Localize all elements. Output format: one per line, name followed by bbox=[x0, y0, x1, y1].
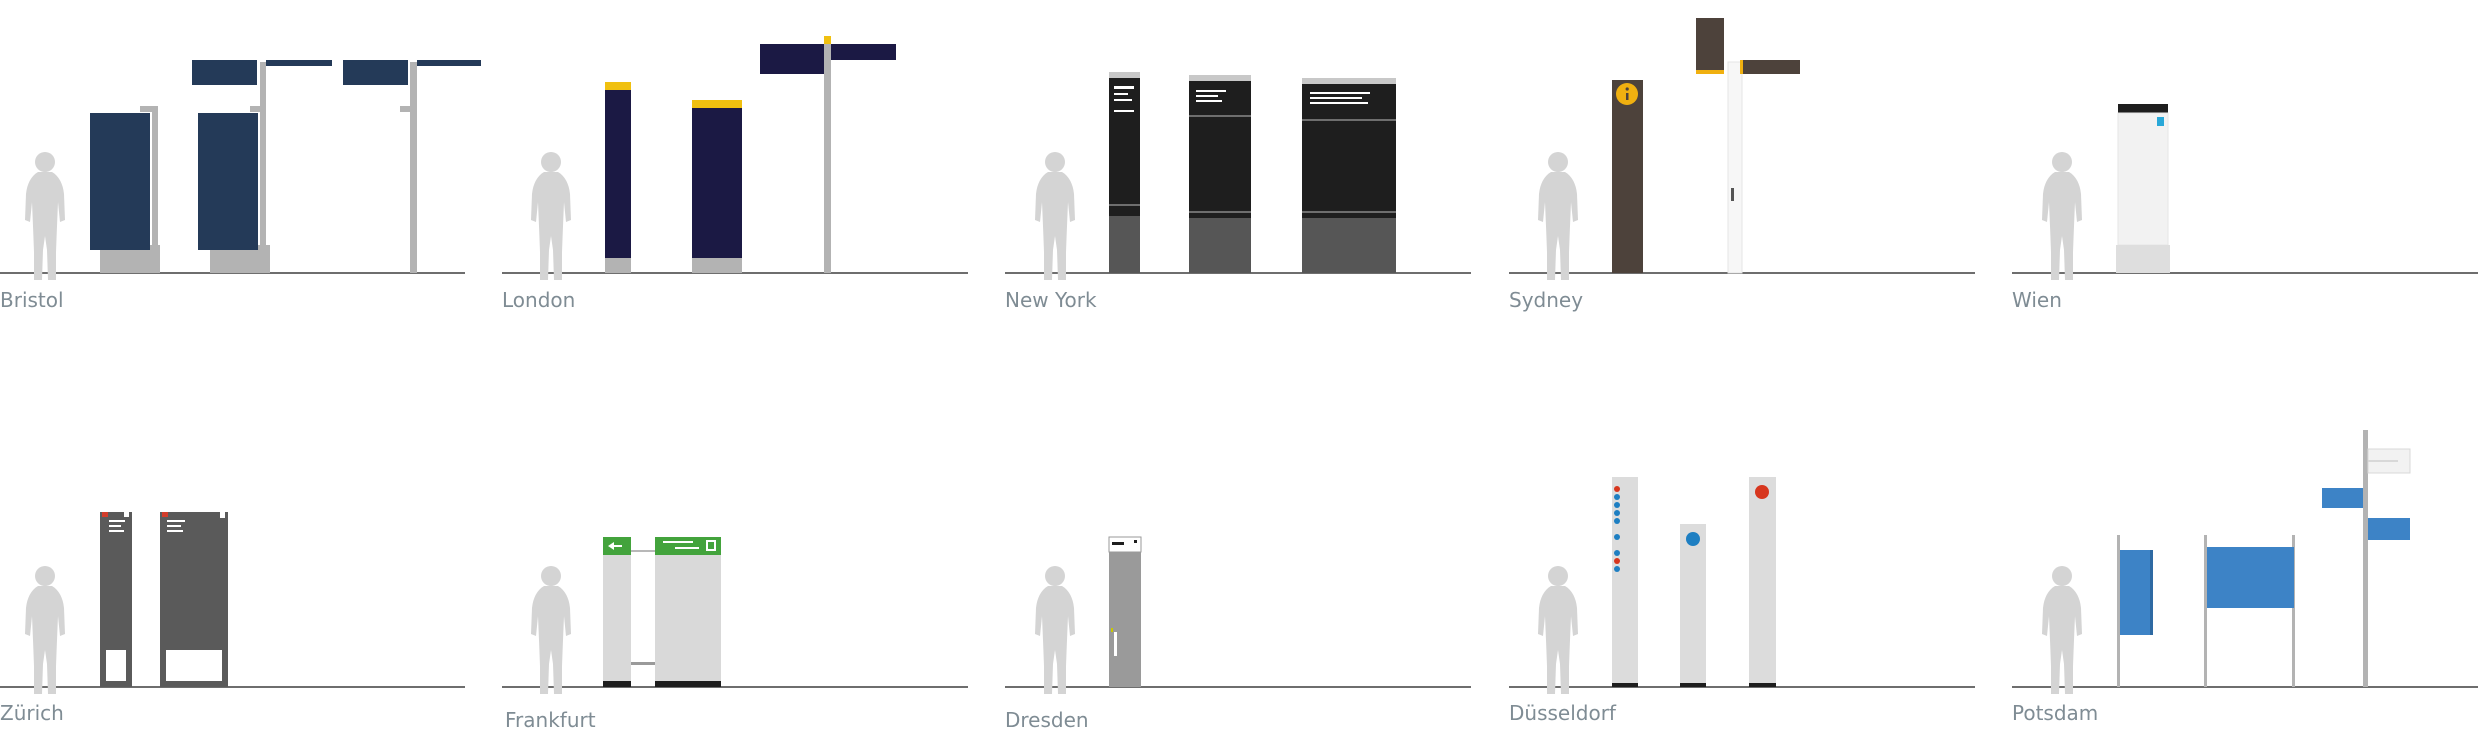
person-silhouette-icon bbox=[1538, 152, 1578, 280]
person-silhouette-icon bbox=[1538, 566, 1578, 694]
person-silhouette-icon bbox=[25, 152, 65, 280]
person-silhouette-icon bbox=[2042, 566, 2082, 694]
info-icon bbox=[1616, 83, 1638, 105]
city-label: Zürich bbox=[0, 701, 64, 725]
city-panel-wien: Wien bbox=[2012, 104, 2478, 312]
city-label: New York bbox=[1005, 288, 1097, 312]
city-label: Bristol bbox=[0, 288, 64, 312]
dusseldorf-signs bbox=[1612, 477, 1776, 687]
city-label: Frankfurt bbox=[505, 708, 596, 729]
city-panel-dusseldorf: Düsseldorf bbox=[1509, 477, 1975, 725]
wien-signs bbox=[2116, 104, 2170, 273]
zurich-signs bbox=[100, 512, 228, 687]
city-label: Wien bbox=[2012, 288, 2062, 312]
frankfurt-signs bbox=[603, 537, 721, 687]
city-label: Düsseldorf bbox=[1509, 701, 1617, 725]
city-panel-zurich: Zürich bbox=[0, 512, 465, 725]
city-label: Dresden bbox=[1005, 708, 1089, 729]
city-panel-london: London bbox=[502, 36, 968, 312]
city-panel-new-york: New York bbox=[1005, 72, 1471, 312]
person-silhouette-icon bbox=[1035, 566, 1075, 694]
city-label: Sydney bbox=[1509, 288, 1583, 312]
person-silhouette-icon bbox=[1035, 152, 1075, 280]
person-silhouette-icon bbox=[531, 152, 571, 280]
city-label: Potsdam bbox=[2012, 701, 2098, 725]
potsdam-signs bbox=[2117, 430, 2411, 687]
city-panel-dresden: Dresden bbox=[1005, 536, 1471, 729]
person-silhouette-icon bbox=[25, 566, 65, 694]
person-silhouette-icon bbox=[531, 566, 571, 694]
city-panel-sydney: Sydney bbox=[1509, 18, 1975, 312]
new-york-signs bbox=[1109, 72, 1396, 273]
london-signs bbox=[605, 36, 896, 273]
city-label: London bbox=[502, 288, 575, 312]
bristol-signs bbox=[90, 60, 481, 273]
sydney-signs bbox=[1612, 18, 1800, 274]
dresden-signs bbox=[1108, 536, 1142, 687]
city-panel-potsdam: Potsdam bbox=[2012, 430, 2478, 725]
city-panel-frankfurt: Frankfurt bbox=[502, 537, 968, 729]
person-silhouette-icon bbox=[2042, 152, 2082, 280]
city-panel-bristol: Bristol bbox=[0, 60, 481, 312]
